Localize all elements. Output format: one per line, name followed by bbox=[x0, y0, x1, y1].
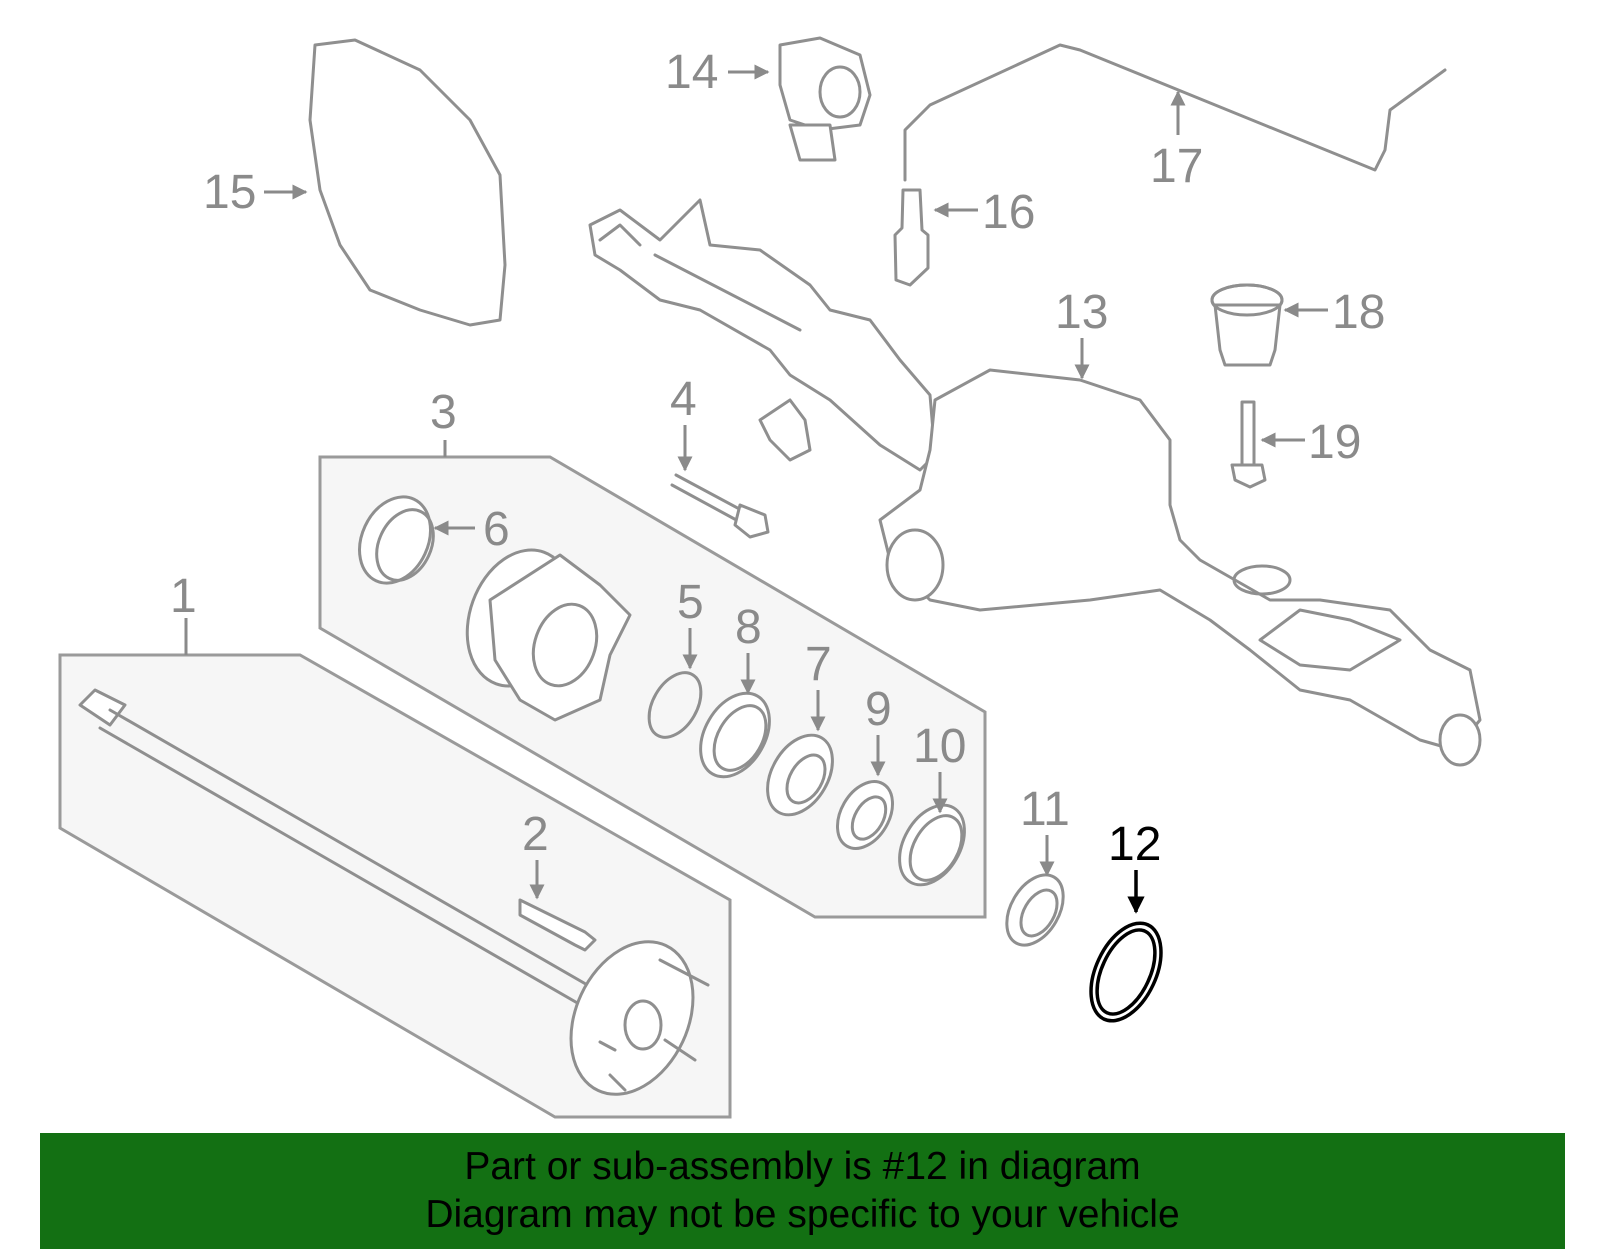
callout-12: 12 bbox=[1108, 818, 1161, 871]
callout-4: 4 bbox=[670, 373, 697, 426]
filler-plug bbox=[1210, 283, 1284, 367]
snap-ring bbox=[647, 671, 703, 739]
axle-seal bbox=[358, 495, 435, 585]
hub-assembly-panel bbox=[318, 455, 987, 919]
callout-7: 7 bbox=[805, 638, 832, 691]
callout-2: 2 bbox=[522, 808, 549, 861]
callout-3: 3 bbox=[430, 386, 457, 439]
callout-6: 6 bbox=[483, 503, 510, 556]
axle-housing bbox=[588, 198, 1482, 767]
wheel-stud bbox=[518, 898, 597, 952]
callout-17: 17 bbox=[1150, 140, 1203, 193]
callout-14: 14 bbox=[665, 46, 718, 99]
callout-1: 1 bbox=[170, 570, 197, 623]
oil-seal bbox=[898, 803, 966, 887]
callout-19: 19 bbox=[1308, 416, 1361, 469]
axle-shaft-panel bbox=[58, 653, 732, 1119]
callout-18: 18 bbox=[1332, 286, 1385, 339]
callout-8: 8 bbox=[735, 601, 762, 654]
vent-hose bbox=[903, 43, 1447, 182]
wheel-hub bbox=[465, 548, 632, 722]
disclaimer-banner: Part or sub-assembly is #12 in diagram D… bbox=[40, 1133, 1565, 1249]
retainer-ring bbox=[836, 780, 894, 850]
banner-line-2: Diagram may not be specific to your vehi… bbox=[425, 1193, 1180, 1236]
bushing-mount bbox=[778, 36, 872, 162]
wheel-bearing bbox=[766, 733, 834, 817]
callout-9: 9 bbox=[865, 683, 892, 736]
axle-shaft bbox=[78, 688, 710, 1096]
cover-bolt bbox=[1230, 400, 1267, 489]
callout-13: 13 bbox=[1055, 286, 1108, 339]
callout-16: 16 bbox=[982, 186, 1035, 239]
vent-fitting bbox=[893, 188, 930, 287]
o-ring-part-12 bbox=[1089, 921, 1163, 1023]
bearing-race bbox=[699, 691, 771, 779]
callout-11: 11 bbox=[1020, 783, 1070, 836]
callout-10: 10 bbox=[913, 720, 966, 773]
banner-line-1: Part or sub-assembly is #12 in diagram bbox=[464, 1145, 1141, 1188]
bolt bbox=[670, 473, 770, 539]
differential-cover bbox=[308, 38, 507, 327]
inner-seal bbox=[1005, 873, 1065, 947]
callout-5: 5 bbox=[677, 576, 704, 629]
callout-15: 15 bbox=[203, 166, 256, 219]
